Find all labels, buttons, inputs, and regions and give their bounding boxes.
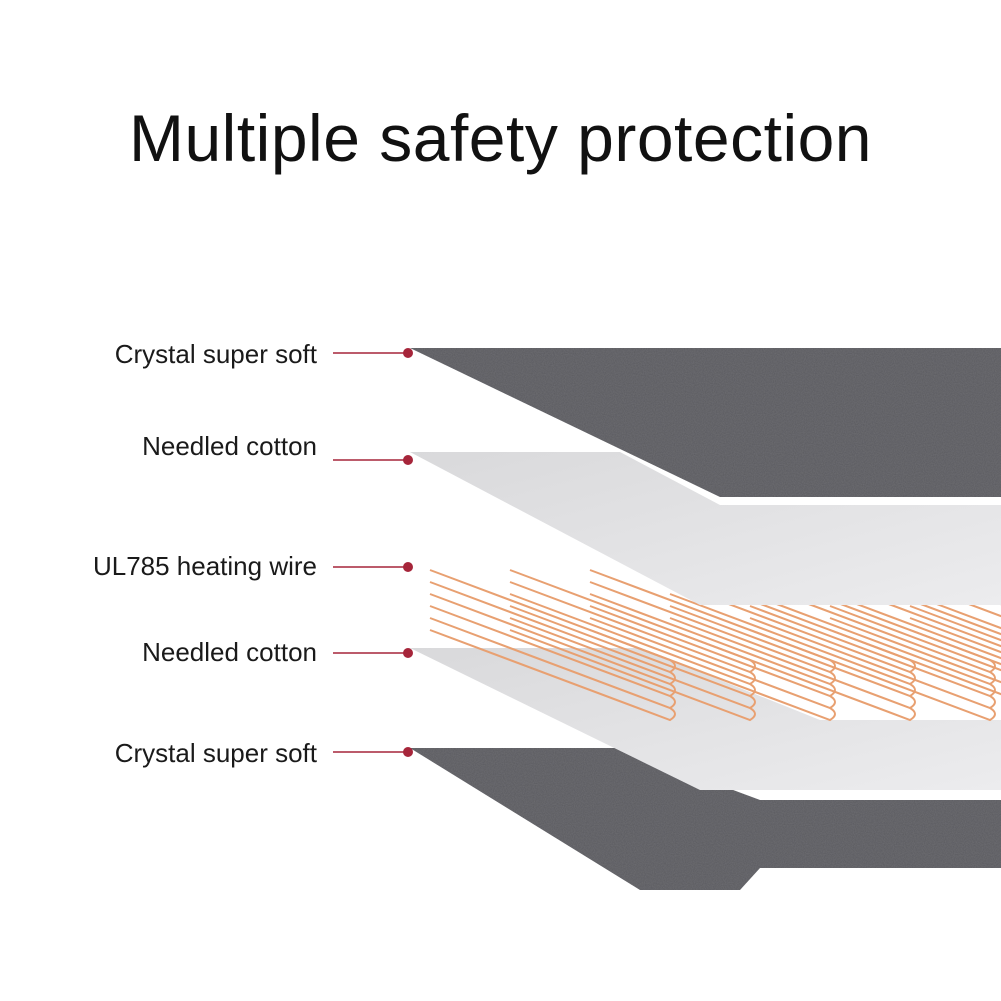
heating-wire-layer: [429, 569, 1001, 722]
diagram-title: Multiple safety protection: [128, 101, 873, 175]
pointer-dot: [403, 455, 413, 465]
heating-wire-loop: [509, 569, 756, 722]
bottom-cotton-layer: [410, 648, 1001, 790]
pointer-dot: [403, 562, 413, 572]
heating-wire-loop: [429, 569, 676, 722]
layer-label-bottom-cotton: Needled cotton: [142, 637, 317, 667]
heating-wire-loop: [749, 569, 996, 722]
layer-label-heating-wire: UL785 heating wire: [92, 551, 317, 581]
heating-wire-loop: [589, 569, 836, 722]
heating-wire-loop: [669, 569, 916, 722]
top-fleece-layer: [410, 348, 1001, 497]
top-cotton-layer: [410, 452, 1001, 605]
bottom-fleece-layer: [410, 748, 1001, 890]
layer-label-bottom-fleece: Crystal super soft: [114, 738, 317, 768]
pointer-dot: [403, 747, 413, 757]
layer-label-top-fleece: Crystal super soft: [114, 339, 317, 369]
pointer-dot: [403, 348, 413, 358]
layer-label-top-cotton: Needled cotton: [142, 431, 317, 461]
pointer-dot: [403, 648, 413, 658]
